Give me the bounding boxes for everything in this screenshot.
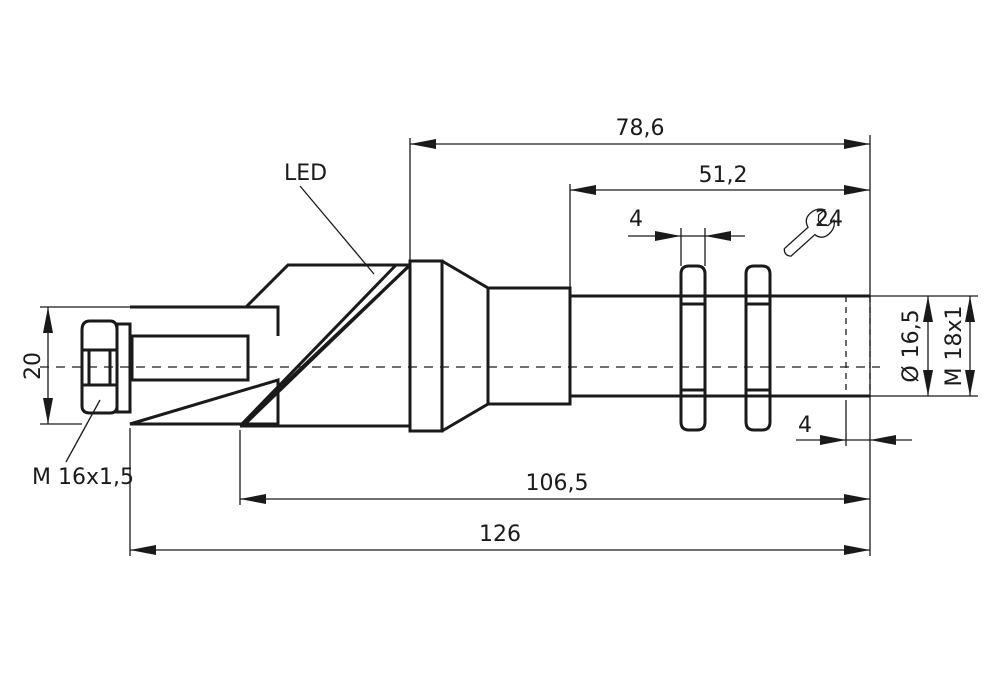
dimension-end-offset — [796, 435, 912, 445]
extension-lines — [40, 135, 978, 556]
dimension-length-from-led-value: 106,5 — [526, 471, 589, 496]
dimension-nut-width-value: 4 — [629, 207, 643, 232]
wrench-size-value: 24 — [815, 207, 843, 232]
dimension-end-offset-value: 4 — [798, 413, 812, 438]
dimension-thread-length — [570, 185, 870, 195]
led-leader-line — [299, 185, 375, 275]
connector-thread-leader-line — [65, 399, 101, 463]
connector-thread-label: M 16x1,5 — [32, 465, 134, 490]
dimension-housing-thread — [965, 296, 975, 396]
dimension-housing-length-value: 78,6 — [616, 116, 665, 141]
housing-thread-label: M 18x1 — [942, 306, 967, 387]
inner-diameter-label: Ø 16,5 — [899, 309, 924, 382]
dimension-total-length-value: 126 — [479, 522, 521, 547]
sensor-body — [129, 259, 871, 433]
led-label: LED — [284, 161, 327, 186]
dimension-nut-width — [628, 231, 745, 241]
dimension-housing-length — [410, 139, 870, 149]
dimension-total-length — [130, 545, 870, 555]
lock-nut-left — [679, 264, 707, 432]
lock-nut-right — [744, 264, 772, 432]
dimension-thread-length-value: 51,2 — [699, 163, 748, 188]
dimension-inner-diameter — [923, 296, 933, 396]
dimension-connector-height-value: 20 — [21, 352, 46, 380]
wrench-icon — [783, 208, 835, 257]
dimension-connector-height — [43, 307, 53, 424]
dimension-length-from-led — [240, 494, 870, 504]
